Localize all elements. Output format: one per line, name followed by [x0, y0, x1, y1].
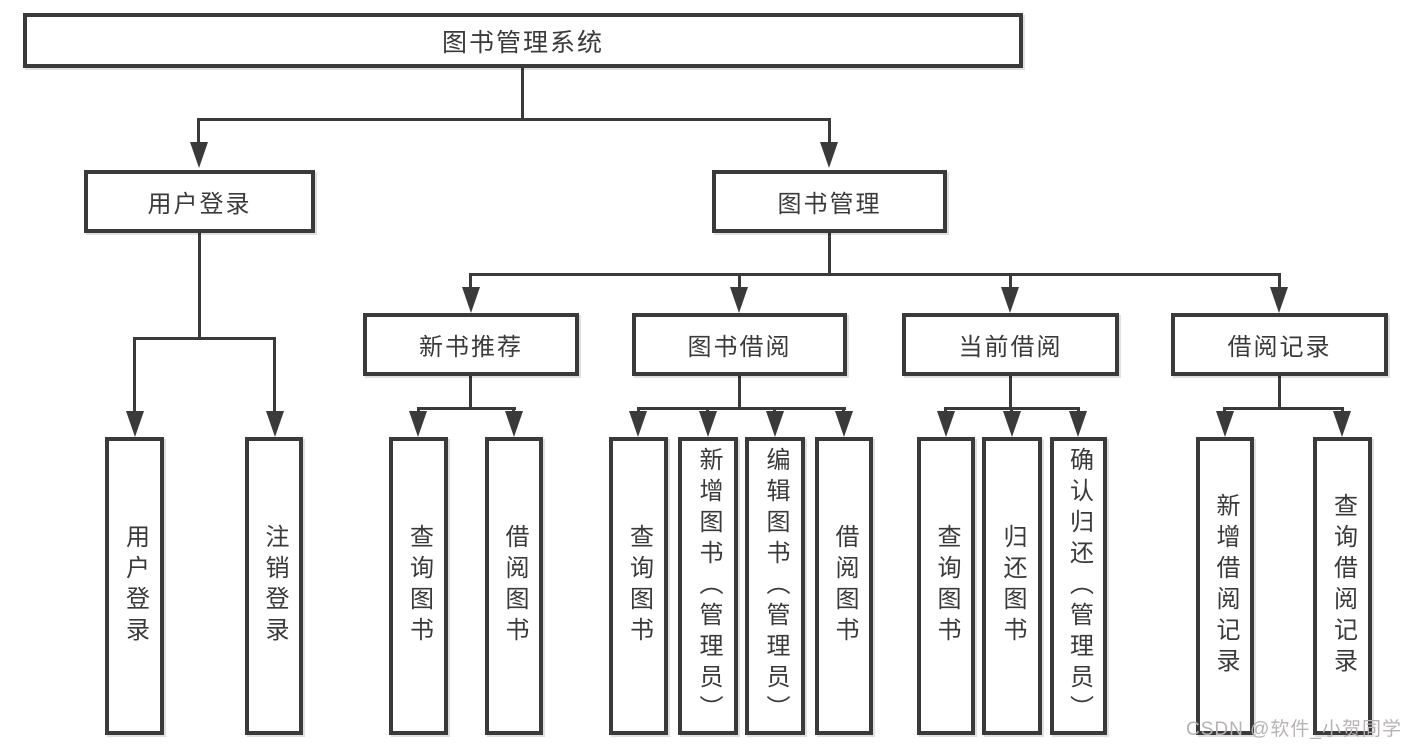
arrowhead-down-icon	[266, 411, 284, 437]
arrowhead-down-icon	[1333, 411, 1351, 437]
connector-stem	[1009, 376, 1012, 410]
node-user-login: 用户登录	[84, 170, 315, 233]
arrowhead-down-icon	[505, 411, 523, 437]
leaf-borrow-query-books: 查询图书	[609, 437, 668, 735]
arrowhead-down-icon	[835, 411, 853, 437]
arrowhead-down-icon	[1069, 411, 1087, 437]
arrowhead-down-icon	[1216, 411, 1234, 437]
connector-hline	[133, 337, 276, 340]
leaf-records-add-record: 新增借阅记录	[1196, 437, 1254, 735]
connector-hline	[417, 407, 516, 410]
leaf-newbook-query-books: 查询图书	[389, 437, 448, 735]
connector-level3-hline	[469, 273, 1280, 276]
node-root: 图书管理系统	[23, 13, 1023, 68]
node-current-borrow: 当前借阅	[902, 313, 1119, 376]
connector-root-stem	[521, 67, 524, 120]
connector-stem	[1278, 273, 1281, 291]
leaf-current-query-books: 查询图书	[917, 437, 975, 735]
connector-level2-hline	[197, 118, 831, 121]
arrowhead-down-icon	[820, 142, 838, 168]
connector-stem	[738, 273, 741, 291]
connector-stem	[469, 273, 472, 291]
connector-hline	[637, 407, 846, 410]
node-book-management: 图书管理	[712, 170, 947, 233]
arrowhead-down-icon	[190, 142, 208, 168]
arrowhead-down-icon	[1270, 287, 1288, 313]
connector-stem	[1009, 273, 1012, 291]
node-borrow-records: 借阅记录	[1171, 313, 1388, 376]
node-new-book-recommend: 新书推荐	[363, 313, 579, 376]
connector-stem	[828, 118, 831, 146]
arrowhead-down-icon	[730, 287, 748, 313]
arrowhead-down-icon	[1001, 287, 1019, 313]
arrowhead-down-icon	[629, 411, 647, 437]
node-book-borrow: 图书借阅	[632, 313, 847, 376]
connector-stem	[133, 337, 136, 418]
connector-stem	[738, 376, 741, 410]
arrowhead-down-icon	[766, 411, 784, 437]
connector-stem	[469, 376, 472, 410]
arrowhead-down-icon	[409, 411, 427, 437]
leaf-current-confirm-return-admin: 确认归还（管理员）	[1050, 437, 1107, 735]
leaf-logout: 注销登录	[245, 437, 303, 735]
leaf-newbook-borrow-books: 借阅图书	[485, 437, 543, 735]
leaf-borrow-add-books-admin: 新增图书（管理员）	[678, 437, 738, 735]
connector-stem	[273, 337, 276, 418]
arrowhead-down-icon	[699, 411, 717, 437]
connector-hline	[1223, 407, 1344, 410]
watermark: CSDN @软件_小贺同学	[1186, 719, 1402, 740]
leaf-borrow-edit-books-admin: 编辑图书（管理员）	[745, 437, 805, 735]
connector-stem	[198, 233, 201, 338]
leaf-user-login: 用户登录	[105, 437, 164, 735]
arrowhead-down-icon	[937, 411, 955, 437]
arrowhead-down-icon	[126, 411, 144, 437]
connector-stem	[1278, 376, 1281, 410]
arrowhead-down-icon	[1003, 411, 1021, 437]
leaf-current-return-books: 归还图书	[982, 437, 1042, 735]
arrowhead-down-icon	[462, 287, 480, 313]
connector-stem	[828, 233, 831, 276]
leaf-records-query-record: 查询借阅记录	[1313, 437, 1372, 735]
leaf-borrow-borrow-books: 借阅图书	[815, 437, 873, 735]
connector-stem	[197, 118, 200, 146]
